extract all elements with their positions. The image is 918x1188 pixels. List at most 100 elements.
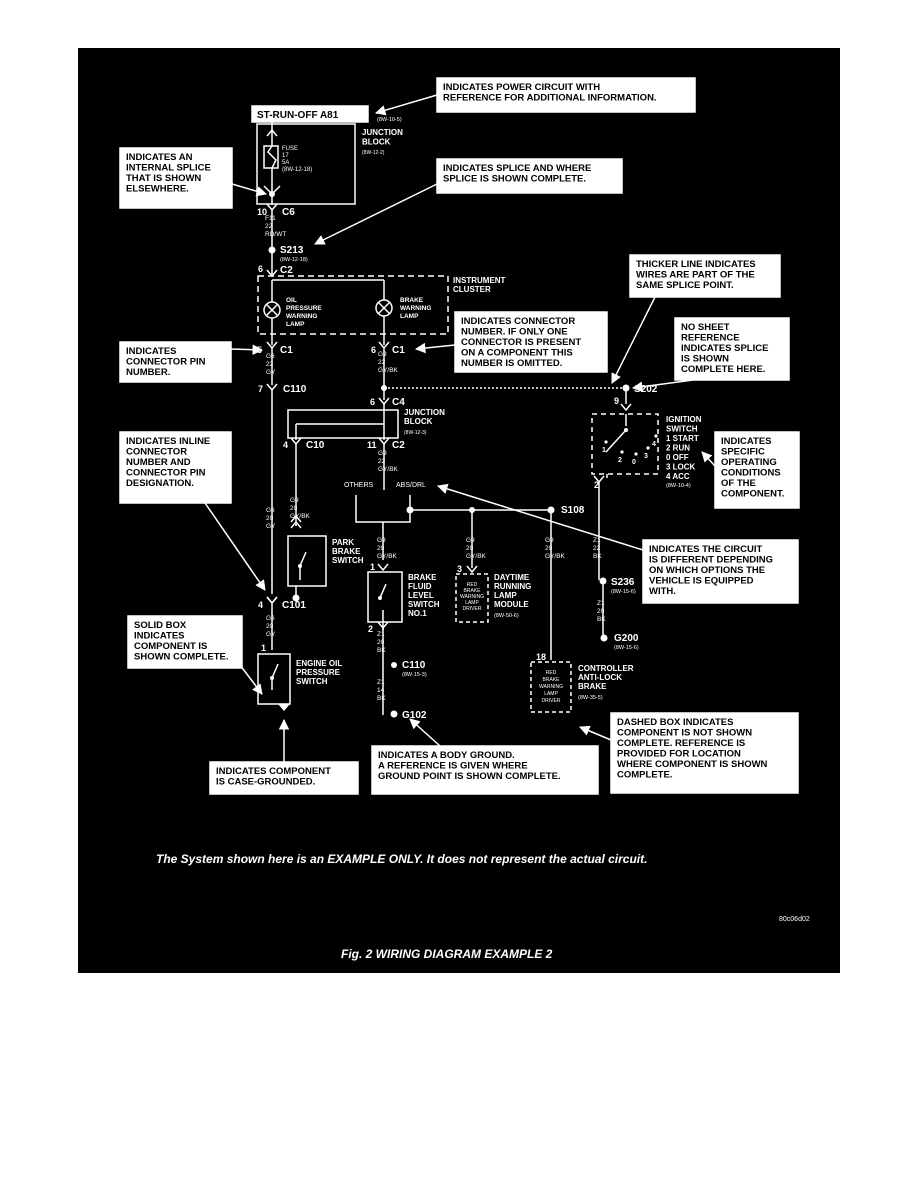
brake-fluid-label: NO.1 bbox=[408, 609, 427, 618]
case-ground-symbol bbox=[278, 704, 290, 711]
disclaimer-note: The System shown here is an EXAMPLE ONLY… bbox=[156, 852, 647, 866]
ground-ref: (8W-15-6) bbox=[614, 645, 639, 651]
junction-block-label: BLOCK bbox=[404, 417, 433, 426]
arrow bbox=[409, 718, 441, 747]
callout-solid_box bbox=[127, 615, 243, 669]
arrow bbox=[314, 183, 438, 245]
engine-oil-label: SWITCH bbox=[296, 677, 328, 686]
callout-text: INDICATES SPLICE AND WHERE bbox=[443, 163, 591, 174]
s236-splice bbox=[599, 577, 607, 585]
pin-number: 7 bbox=[258, 384, 263, 394]
wire bbox=[605, 429, 627, 453]
callout-text: REFERENCE bbox=[681, 333, 740, 344]
callout-text: ON A COMPONENT THIS bbox=[461, 348, 573, 359]
ignition-label: SWITCH bbox=[666, 425, 698, 434]
park-brake-switch bbox=[299, 551, 307, 567]
wire bbox=[355, 495, 411, 523]
brake-warning-lamp bbox=[375, 299, 393, 317]
ignition-contact bbox=[646, 446, 650, 450]
callout-text: OF THE bbox=[721, 478, 756, 489]
pin-number: 6 bbox=[370, 397, 375, 407]
callout-text: OPERATING bbox=[721, 457, 777, 468]
wire-label: Z1 bbox=[593, 537, 601, 544]
callout-text: NUMBER. IF ONLY ONE bbox=[461, 327, 568, 338]
arrow bbox=[631, 379, 694, 392]
fuse-label: 5A bbox=[282, 160, 289, 166]
lamp-label: BRAKE bbox=[400, 297, 424, 304]
pin-number: 10 bbox=[257, 207, 267, 217]
wire-label: 20 bbox=[266, 515, 274, 522]
brake-fluid-connector bbox=[377, 563, 389, 572]
connector-label: C10 bbox=[306, 440, 325, 451]
drl-inner-label: BRAKE bbox=[464, 588, 482, 594]
splice-label: S236 bbox=[611, 577, 635, 588]
drl-ref: (8W-50-6) bbox=[494, 613, 519, 619]
callout-internal_splice bbox=[119, 147, 233, 209]
wire-label: GY/BK bbox=[466, 553, 487, 560]
callout-dashed_box bbox=[610, 712, 799, 794]
ignition-switch-box bbox=[591, 413, 659, 475]
callout-text: CONDITIONS bbox=[721, 468, 781, 479]
abs-inner-label: WARNING bbox=[539, 684, 563, 690]
engine-oil-switch-box bbox=[257, 653, 291, 705]
power-ref: (8W-10-5) bbox=[377, 117, 402, 123]
callout-text: COMPLETE. REFERENCE IS bbox=[617, 738, 745, 749]
ground-symbol bbox=[292, 594, 300, 602]
wire-label: 20 bbox=[466, 545, 474, 552]
callout-text: IS SHOWN bbox=[681, 354, 729, 365]
callout-text: WITH. bbox=[649, 586, 676, 597]
connector-label: C1 bbox=[392, 345, 405, 356]
abs-controller-box bbox=[530, 661, 572, 713]
splice-label: S213 bbox=[280, 245, 304, 256]
engine-oil-label: ENGINE OIL bbox=[296, 659, 342, 668]
wire-label: BK bbox=[377, 647, 386, 654]
splice-ref: (8W-12-18) bbox=[280, 257, 308, 263]
lamp-label: WARNING bbox=[286, 313, 317, 320]
power-source-label: ST-RUN-OFF A81 bbox=[257, 110, 339, 121]
connector-label: C2 bbox=[280, 265, 293, 276]
wire-label: GY bbox=[266, 631, 276, 638]
pin-number: 18 bbox=[536, 652, 546, 662]
callout-text: INDICATES POWER CIRCUIT WITH bbox=[443, 82, 600, 93]
arrow bbox=[579, 725, 612, 741]
callout-text: A REFERENCE IS GIVEN WHERE bbox=[378, 761, 528, 772]
callout-text: IS CASE-GROUNDED. bbox=[216, 777, 315, 788]
engine-oil-label: PRESSURE bbox=[296, 668, 341, 677]
s213-splice bbox=[268, 246, 276, 254]
connector-label: C2 bbox=[392, 440, 405, 451]
wire-label: 20 bbox=[290, 505, 298, 512]
option-label: OTHERS bbox=[344, 482, 374, 489]
callout-text: SPLICE IS SHOWN COMPLETE. bbox=[443, 174, 586, 185]
ignition-contact bbox=[620, 450, 624, 454]
callout-text: DESIGNATION. bbox=[126, 478, 194, 489]
pin-number: 6 bbox=[258, 264, 263, 274]
callout-circuit_options bbox=[642, 539, 799, 604]
arrow bbox=[701, 451, 716, 467]
callout-splice_where bbox=[436, 158, 623, 194]
wire-label: 22 bbox=[378, 359, 386, 366]
wire-label: GY/BK bbox=[290, 513, 311, 520]
fuse-body bbox=[263, 145, 279, 169]
drl-inner-label: RED bbox=[467, 582, 478, 588]
callout-body_ground bbox=[371, 745, 599, 795]
ignition-label: 3 LOCK bbox=[666, 463, 696, 472]
wire-label: GY/BK bbox=[378, 466, 399, 473]
option-junction bbox=[406, 506, 414, 514]
callout-text: INTERNAL SPLICE bbox=[126, 163, 211, 174]
wire-label: G9 bbox=[466, 537, 475, 544]
wire-label: Z1 bbox=[377, 631, 385, 638]
wire bbox=[266, 596, 278, 605]
callout-text: IS DIFFERENT DEPENDING bbox=[649, 555, 773, 566]
oil-pressure-lamp bbox=[263, 301, 281, 319]
callout-text: INDICATES CONNECTOR bbox=[461, 316, 575, 327]
callout-text: PROVIDED FOR LOCATION bbox=[617, 749, 741, 760]
wire-label: 22 bbox=[265, 223, 273, 230]
wire-label: GY/BK bbox=[545, 553, 566, 560]
callout-text: WIRES ARE PART OF THE bbox=[636, 270, 755, 281]
ignition-label: 0 OFF bbox=[666, 453, 689, 462]
callout-text: COMPONENT. bbox=[721, 489, 784, 500]
abs-inner-label: DRIVER bbox=[542, 698, 561, 704]
junction-block-1 bbox=[256, 123, 356, 205]
abs-inner-label: LAMP bbox=[544, 691, 558, 697]
